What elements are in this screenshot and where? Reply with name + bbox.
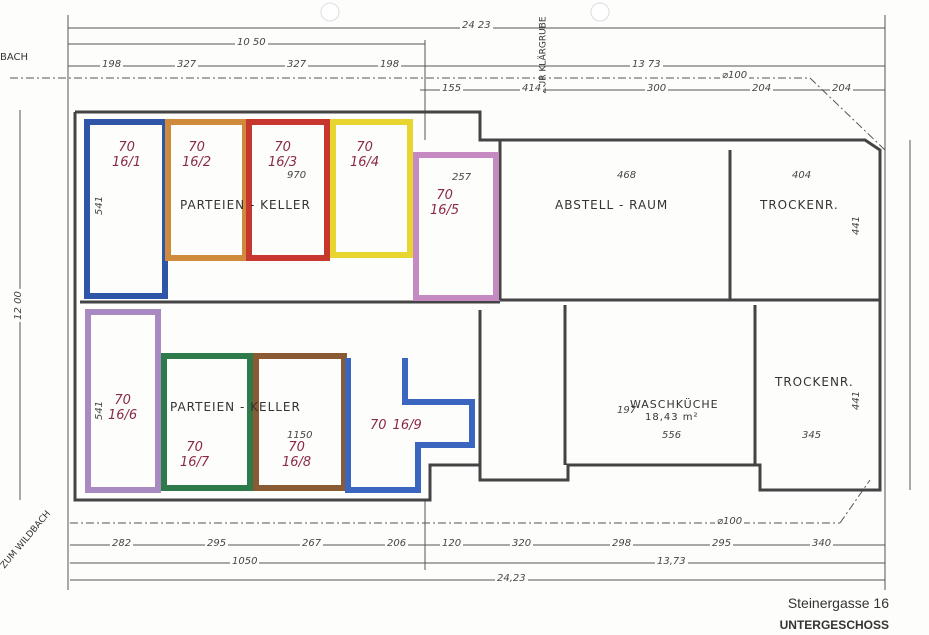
unit-16-3-outline — [246, 119, 330, 261]
unit-id: 16/2 — [182, 155, 212, 170]
dim: 204 — [830, 83, 854, 94]
pipe-label-top: ⌀100 — [720, 70, 750, 81]
room-label-trocken-bottom: TROCKENR. — [775, 375, 854, 389]
unit-height: 70 — [186, 440, 203, 455]
room-label-keller-bottom: PARTEIEN - KELLER — [170, 400, 301, 414]
dim-bottom-right: 13,73 — [655, 556, 688, 567]
unit-id: 16/7 — [180, 455, 210, 470]
dim: 298 — [610, 538, 634, 549]
unit-id: 16/3 — [268, 155, 298, 170]
floor-caption: UNTERGESCHOSS — [779, 618, 889, 632]
unit-height: 70 — [370, 418, 387, 433]
room-label-keller-top: PARTEIEN - KELLER — [180, 198, 311, 212]
dim: 257 — [450, 172, 474, 183]
dim: 198 — [378, 59, 402, 70]
dim: 198 — [100, 59, 124, 70]
dim: 340 — [810, 538, 834, 549]
dim: 327 — [285, 59, 309, 70]
dim-bottom-left: 1050 — [230, 556, 260, 567]
unit-id: 16/8 — [282, 455, 312, 470]
punch-hole — [320, 2, 340, 22]
unit-height: 70 — [436, 188, 453, 203]
unit-16-4-outline — [330, 119, 413, 258]
walls — [73, 110, 882, 502]
unit-height: 70 — [356, 140, 373, 155]
dim: 13 73 — [630, 59, 663, 70]
dim: 295 — [710, 538, 734, 549]
dim: 970 — [285, 170, 309, 181]
dim: 541 — [94, 193, 106, 218]
unit-id: 16/1 — [112, 155, 142, 170]
unit-id: 16/6 — [108, 408, 138, 423]
dim: 295 — [205, 538, 229, 549]
unit-id: 16/9 — [392, 418, 422, 433]
unit-height: 70 — [188, 140, 205, 155]
dim: 282 — [110, 538, 134, 549]
dim: 441 — [851, 213, 863, 238]
dim: 414 — [520, 83, 544, 94]
punch-hole — [590, 2, 610, 22]
dim: 404 — [790, 170, 814, 181]
arrow-label-bach: BACH — [0, 52, 29, 63]
dim: 1150 — [285, 430, 315, 441]
dim-top-total: 24 23 — [460, 20, 493, 31]
dim: 556 — [660, 430, 684, 441]
dim-left-height: 12 00 — [12, 289, 24, 322]
room-area-waschkueche: 18,43 m² — [645, 412, 699, 423]
dim: 441 — [851, 388, 863, 413]
unit-16-9: 70 16/9 — [370, 418, 422, 433]
unit-16-7-outline — [161, 353, 253, 491]
dim: 155 — [440, 83, 464, 94]
room-label-waschkueche: WASCHKÜCHE — [630, 398, 719, 411]
dim-bottom-total: 24,23 — [495, 573, 528, 584]
unit-id: 16/5 — [430, 203, 460, 218]
dim: 206 — [385, 538, 409, 549]
unit-16-5-outline — [413, 152, 499, 301]
dim-top-left: 10 50 — [235, 37, 268, 48]
dim: 197 — [615, 405, 639, 416]
dim: 120 — [440, 538, 464, 549]
unit-height: 70 — [288, 440, 305, 455]
unit-height: 70 — [118, 140, 135, 155]
unit-16-2-outline — [165, 119, 248, 261]
unit-16-9-outline — [345, 358, 475, 493]
dim: 345 — [800, 430, 824, 441]
dim: 267 — [300, 538, 324, 549]
unit-height: 70 — [274, 140, 291, 155]
unit-id: 16/4 — [350, 155, 380, 170]
dim: 468 — [615, 170, 639, 181]
address-caption: Steinergasse 16 — [787, 595, 889, 611]
dim: 204 — [750, 83, 774, 94]
room-label-abstellraum: ABSTELL - RAUM — [555, 198, 669, 212]
room-label-trocken-top: TROCKENR. — [760, 198, 839, 212]
dim: 327 — [175, 59, 199, 70]
unit-height: 70 — [114, 393, 131, 408]
label-klaergrube: ZUR KLÄRGRUBE — [538, 16, 549, 94]
dim: 541 — [94, 398, 106, 423]
unit-16-6-outline — [85, 309, 161, 493]
dim: 320 — [510, 538, 534, 549]
dim: 300 — [645, 83, 669, 94]
pipe-label-bottom: ⌀100 — [715, 516, 745, 527]
unit-16-8-outline — [253, 353, 347, 491]
